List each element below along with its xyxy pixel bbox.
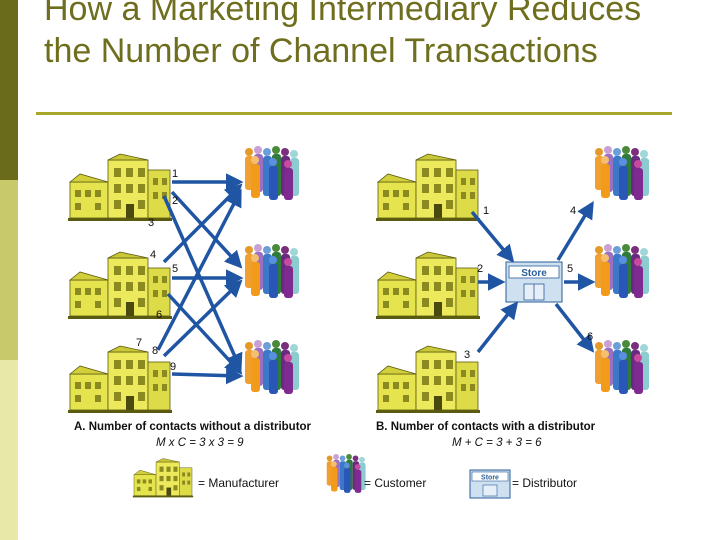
legend: = Manufacturer = Customer Store = Distri… <box>132 454 577 499</box>
legend-distributor-label: = Distributor <box>512 476 577 490</box>
legend-store-icon: Store <box>469 469 511 499</box>
arrows-without-distributor <box>156 173 244 385</box>
legend-customer-icon <box>326 454 366 493</box>
arrow-b1 <box>470 210 515 263</box>
arrow-label-a4: 4 <box>150 249 156 261</box>
sidebar-accent-middle <box>0 180 18 360</box>
customer-icon-a2 <box>245 244 299 298</box>
arrow-label-a5: 5 <box>172 263 178 275</box>
legend-store-label: Store <box>481 475 499 482</box>
legend-manufacturer-icon <box>132 458 194 498</box>
arrow-label-a3: 3 <box>148 217 154 229</box>
customer-icon-a3 <box>245 340 299 394</box>
arrow-b4 <box>556 201 594 261</box>
panel-a: 1 2 3 4 5 6 7 8 9 A. Number of contacts … <box>67 146 312 449</box>
store-icon: Store <box>505 261 563 303</box>
arrow-label-b5: 5 <box>567 263 573 275</box>
arrow-label-b1: 1 <box>483 205 489 217</box>
arrow-label-b3: 3 <box>464 349 470 361</box>
arrow-label-b2: 2 <box>477 263 483 275</box>
arrow-label-a2: 2 <box>172 195 178 207</box>
caption-a: A. Number of contacts without a distribu… <box>74 421 312 433</box>
arrows-with-distributor <box>470 201 596 354</box>
arrow-a2 <box>170 190 243 269</box>
legend-manufacturer-label: = Manufacturer <box>198 476 279 490</box>
caption-b: B. Number of contacts with a distributor <box>376 421 596 433</box>
arrow-label-b4: 4 <box>570 205 576 217</box>
arrow-label-a7: 7 <box>136 337 142 349</box>
slide-title: How a Marketing Intermediary Reduces the… <box>44 0 642 70</box>
customer-icon-b3 <box>595 340 649 394</box>
manufacturer-icon-a1 <box>67 153 173 222</box>
arrow-label-a6: 6 <box>156 309 162 321</box>
sidebar-accent-top <box>0 0 18 180</box>
customer-icon-a1 <box>245 146 299 200</box>
arrow-label-a8: 8 <box>152 345 158 357</box>
arrow-a8 <box>162 279 243 358</box>
store-label: Store <box>521 268 547 279</box>
title-underline <box>36 112 672 115</box>
customer-icon-b2 <box>595 244 649 298</box>
customer-icon-b1 <box>595 146 649 200</box>
arrow-a6 <box>166 292 243 375</box>
manufacturer-icon-b2 <box>375 251 481 320</box>
formula-b: M + C = 3 + 3 = 6 <box>452 437 542 449</box>
arrow-a9 <box>171 366 244 385</box>
arrow-a3 <box>162 195 243 372</box>
arrow-label-a9: 9 <box>170 361 176 373</box>
arrow-b6 <box>554 302 595 353</box>
legend-customer-label: = Customer <box>364 476 426 490</box>
arrow-label-a1: 1 <box>172 168 178 180</box>
formula-a: M x C = 3 x 3 = 9 <box>156 437 244 449</box>
panel-b: Store 1 2 3 4 5 6 B. Number of contacts … <box>375 146 649 449</box>
manufacturer-icon-b1 <box>375 153 481 222</box>
arrow-a7 <box>156 188 242 351</box>
arrow-label-b6: 6 <box>587 331 593 343</box>
sidebar-accent-bottom <box>0 360 18 540</box>
arrow-b3 <box>476 301 519 354</box>
